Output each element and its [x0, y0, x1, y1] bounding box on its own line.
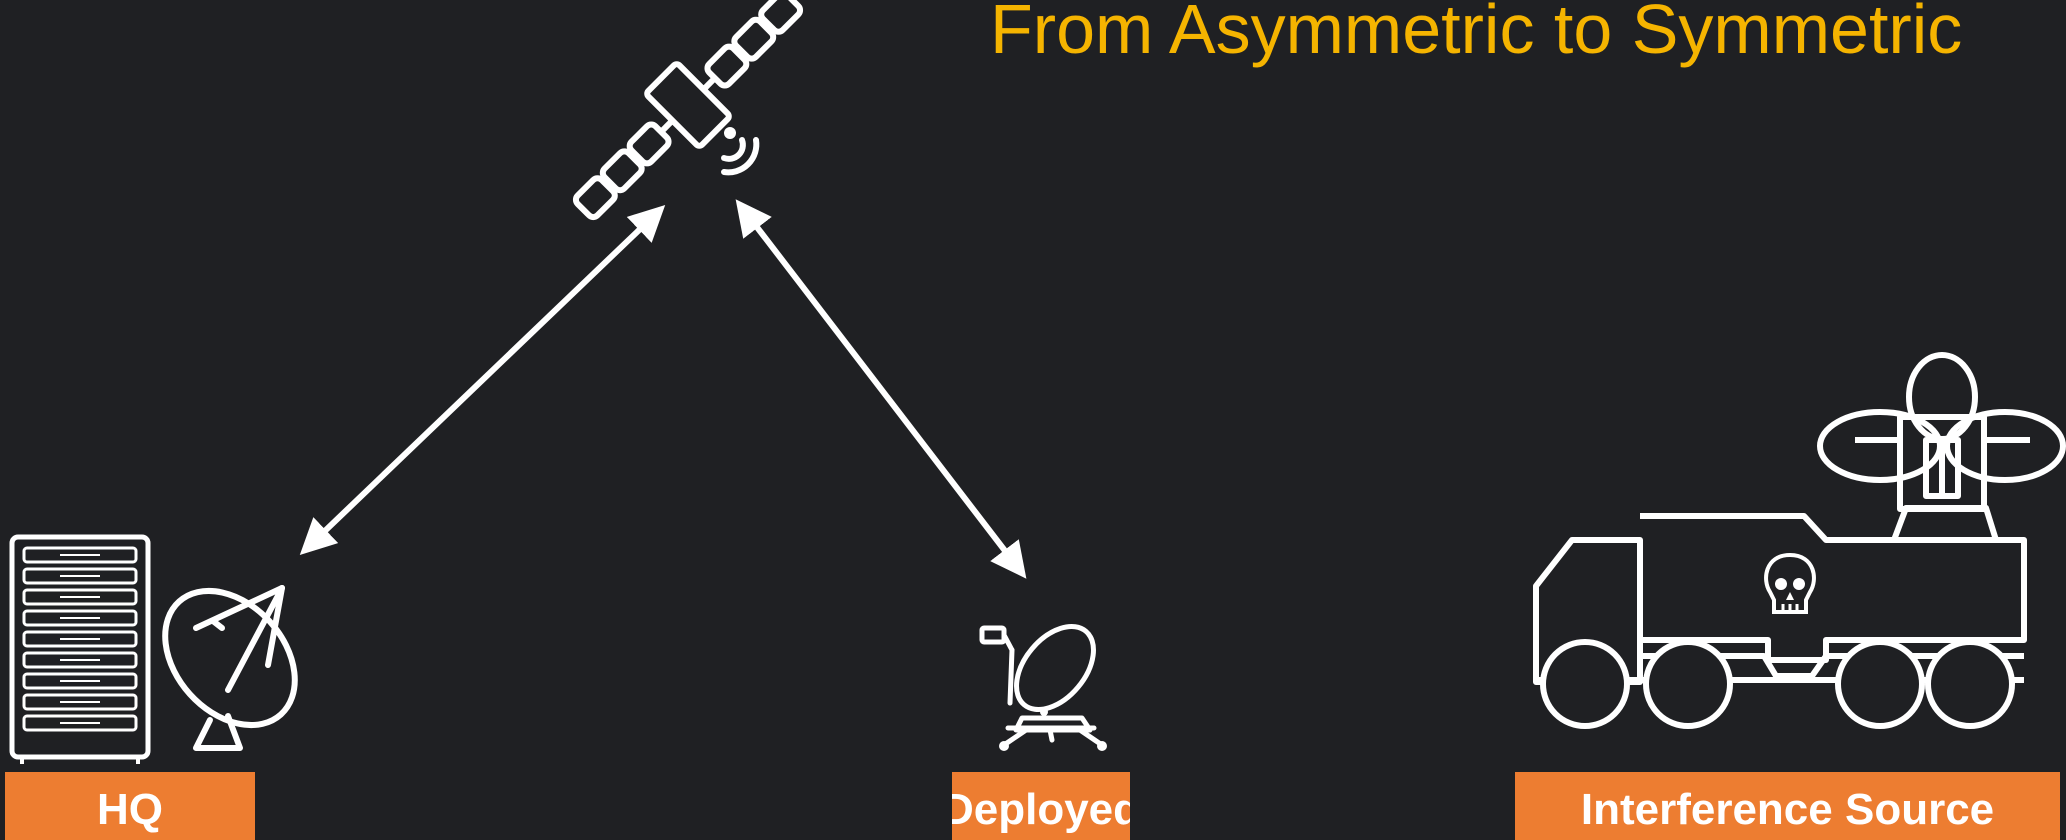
- interference-source-label: Interference Source: [1515, 772, 2060, 840]
- link-satellite-hq: [299, 205, 666, 555]
- link-satellite-deployed: [735, 199, 1027, 579]
- portable-dish-feet-icon: [999, 708, 1107, 751]
- deployed-label: Deployed: [952, 772, 1130, 840]
- jammer-truck-icon: [1533, 352, 2066, 685]
- satellite-dish-icon: [162, 585, 298, 751]
- portable-dish-icon: [979, 623, 1105, 748]
- satellite-icon: [572, 0, 804, 221]
- server-rack-icon: [9, 534, 151, 764]
- signal-waves-icon: [721, 137, 760, 176]
- skull-icon: [1764, 552, 1816, 614]
- truck-wheel-icon: [1540, 639, 2015, 729]
- hq-label: HQ: [5, 772, 255, 840]
- slide-title: From Asymmetric to Symmetric: [990, 0, 1963, 68]
- signal-dot-icon: [724, 127, 736, 139]
